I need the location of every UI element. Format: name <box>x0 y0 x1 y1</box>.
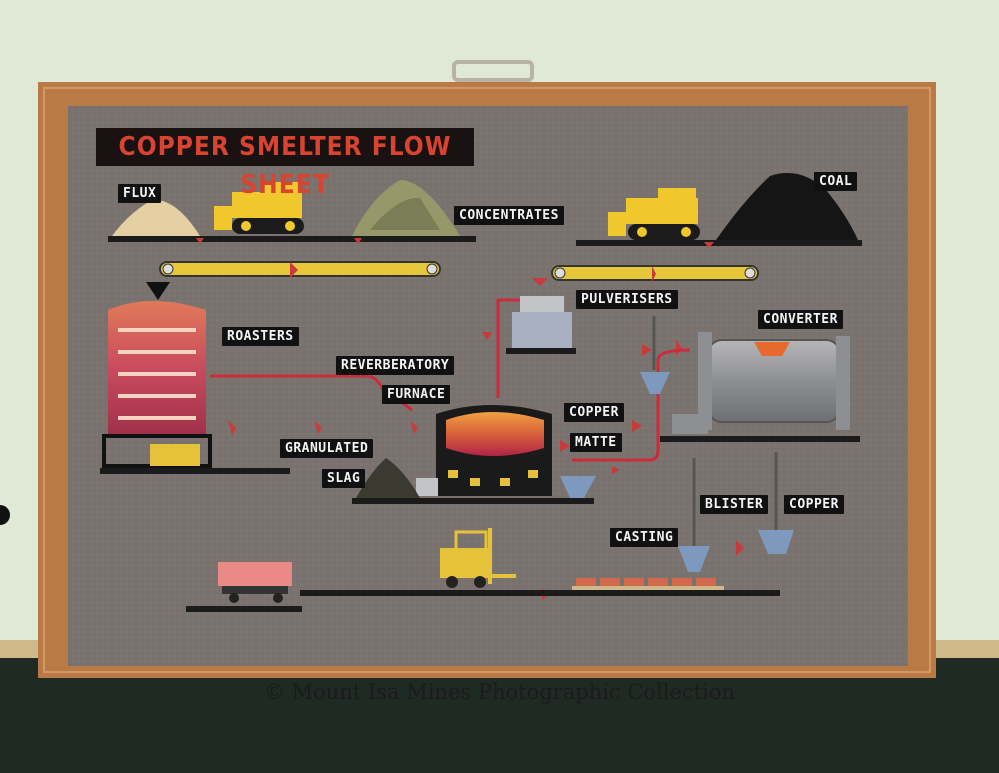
label-slag: SLAG <box>322 469 365 488</box>
label-reverberatory: REVERBERATORY <box>336 356 454 375</box>
bottom-left-shelf <box>186 606 302 612</box>
label-copper: COPPER <box>564 403 624 422</box>
converter-vessel <box>672 332 850 434</box>
label-flux: FLUX <box>118 184 161 203</box>
photo-credit: © Mount Isa Mines Photographic Collectio… <box>0 680 999 704</box>
label-casting: CASTING <box>610 528 678 547</box>
label-roasters: ROASTERS <box>222 327 299 346</box>
upper-left-shelf <box>108 236 476 242</box>
label-blister-copper: COPPER <box>784 495 844 514</box>
label-blister: BLISTER <box>700 495 768 514</box>
label-coal: COAL <box>814 172 857 191</box>
reverberatory-furnace <box>416 405 552 496</box>
upper-right-shelf <box>576 240 862 246</box>
label-converter: CONVERTER <box>758 310 843 329</box>
label-furnace: FURNACE <box>382 385 450 404</box>
label-concentrates: CONCENTRATES <box>454 206 564 225</box>
roaster-shelf <box>100 468 290 474</box>
converter-shelf <box>660 436 860 442</box>
conveyor-left <box>160 262 440 276</box>
furnace-shelf <box>352 498 594 504</box>
label-pulverisers: PULVERISERS <box>576 290 678 309</box>
label-granulated: GRANULATED <box>280 439 373 458</box>
board-title: COPPER SMELTER FLOW SHEET <box>96 128 474 166</box>
label-matte: MATTE <box>570 433 622 452</box>
bottom-shelf <box>300 590 780 596</box>
